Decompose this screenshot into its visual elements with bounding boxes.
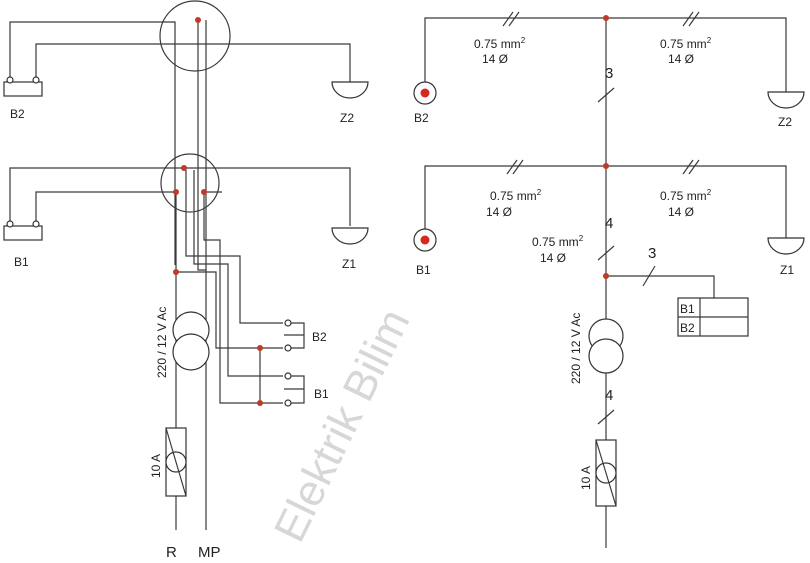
watermark: Elektrik Bilim xyxy=(265,302,419,550)
right-single-line-diagram: 0.75 mm2 14 Ø 0.75 mm2 14 Ø 3 B2 Z2 0.75… xyxy=(413,11,805,548)
label-dia-trunk: 14 Ø xyxy=(540,251,566,265)
label-push-b1: B1 xyxy=(314,387,329,401)
label-sec-trunk: 0.75 mm2 xyxy=(532,234,584,249)
label-dia-mid-left: 14 Ø xyxy=(486,205,512,219)
wire-top-b2-outer xyxy=(9,21,176,265)
label-neutral-mp: MP xyxy=(198,544,221,561)
label-z1-mid: Z1 xyxy=(342,257,356,271)
label-sec-mid-left: 0.75 mm2 xyxy=(490,188,542,203)
bell-z2-right-icon xyxy=(767,91,805,109)
wire-riser-b xyxy=(193,170,283,377)
label-z1-right: Z1 xyxy=(780,263,794,277)
wire-mid-b1-inner xyxy=(35,191,176,222)
label-panel-b1: B1 xyxy=(680,302,695,316)
junction-box-top xyxy=(159,0,231,72)
label-b2-top: B2 xyxy=(10,107,25,121)
label-transformer: 220 / 12 V Ac xyxy=(155,307,169,378)
label-count-top: 3 xyxy=(605,65,613,82)
label-fuse-right: 10 A xyxy=(579,466,593,490)
junction-box-middle xyxy=(160,153,220,213)
bell-push-b2-icon xyxy=(3,76,43,97)
label-panel-b2: B2 xyxy=(680,321,695,335)
junction-dot xyxy=(195,17,201,23)
junction-dot xyxy=(201,189,207,195)
label-count-lower: 4 xyxy=(605,387,613,404)
wire-riser-c xyxy=(203,192,283,404)
junction-dot xyxy=(173,189,179,195)
junction-dot xyxy=(603,273,609,279)
fuse-right-icon xyxy=(595,439,617,507)
bell-z1-right-icon xyxy=(767,237,805,255)
label-b1-right: B1 xyxy=(416,263,431,277)
bell-z1-icon xyxy=(331,227,369,245)
junction-dot xyxy=(173,269,179,275)
label-fuse: 10 A xyxy=(149,454,163,478)
bell-button-b1-icon xyxy=(413,228,437,252)
left-wiring-diagram: B2 Z2 B1 Z1 220 / 12 V Ac B2 xyxy=(3,0,369,561)
conductor-ticks xyxy=(502,11,700,425)
junction-dot xyxy=(181,165,187,171)
button-panel xyxy=(677,297,749,337)
fuse-icon xyxy=(165,427,187,497)
label-z2-top: Z2 xyxy=(340,111,354,125)
label-z2-right: Z2 xyxy=(778,115,792,129)
label-push-b2: B2 xyxy=(312,330,327,344)
wire-riser-d xyxy=(175,192,283,349)
label-b1-mid: B1 xyxy=(14,255,29,269)
label-dia-top-left: 14 Ø xyxy=(482,52,508,66)
label-sec-mid-right: 0.75 mm2 xyxy=(660,188,712,203)
label-sec-top-left: 0.75 mm2 xyxy=(474,36,526,51)
wire-riser-a xyxy=(185,170,283,324)
transformer-right-icon xyxy=(588,318,624,374)
line-branch-panel xyxy=(606,275,715,298)
label-b2-right: B2 xyxy=(414,111,429,125)
junction-dot xyxy=(603,163,609,169)
label-phase-r: R xyxy=(166,544,177,561)
label-dia-mid-right: 14 Ø xyxy=(668,205,694,219)
label-count-mid: 4 xyxy=(605,215,613,232)
label-sec-top-right: 0.75 mm2 xyxy=(660,36,712,51)
label-count-branch: 3 xyxy=(648,245,656,262)
bell-z2-icon xyxy=(331,81,369,99)
transformer-icon xyxy=(172,311,210,371)
junction-dot xyxy=(257,400,263,406)
junction-dot xyxy=(257,345,263,351)
label-dia-top-right: 14 Ø xyxy=(668,52,694,66)
junction-dot xyxy=(603,15,609,21)
label-transformer-right: 220 / 12 V Ac xyxy=(569,313,583,384)
wire-top-trunk xyxy=(197,20,207,530)
bell-button-b2-icon xyxy=(413,81,437,105)
push-button-b1-icon xyxy=(284,372,305,407)
bell-push-b1-icon xyxy=(3,220,43,241)
wire-mid-b1-outer xyxy=(9,167,351,226)
wire-top-b2-inner xyxy=(35,43,351,82)
push-button-b2-icon xyxy=(284,319,305,352)
